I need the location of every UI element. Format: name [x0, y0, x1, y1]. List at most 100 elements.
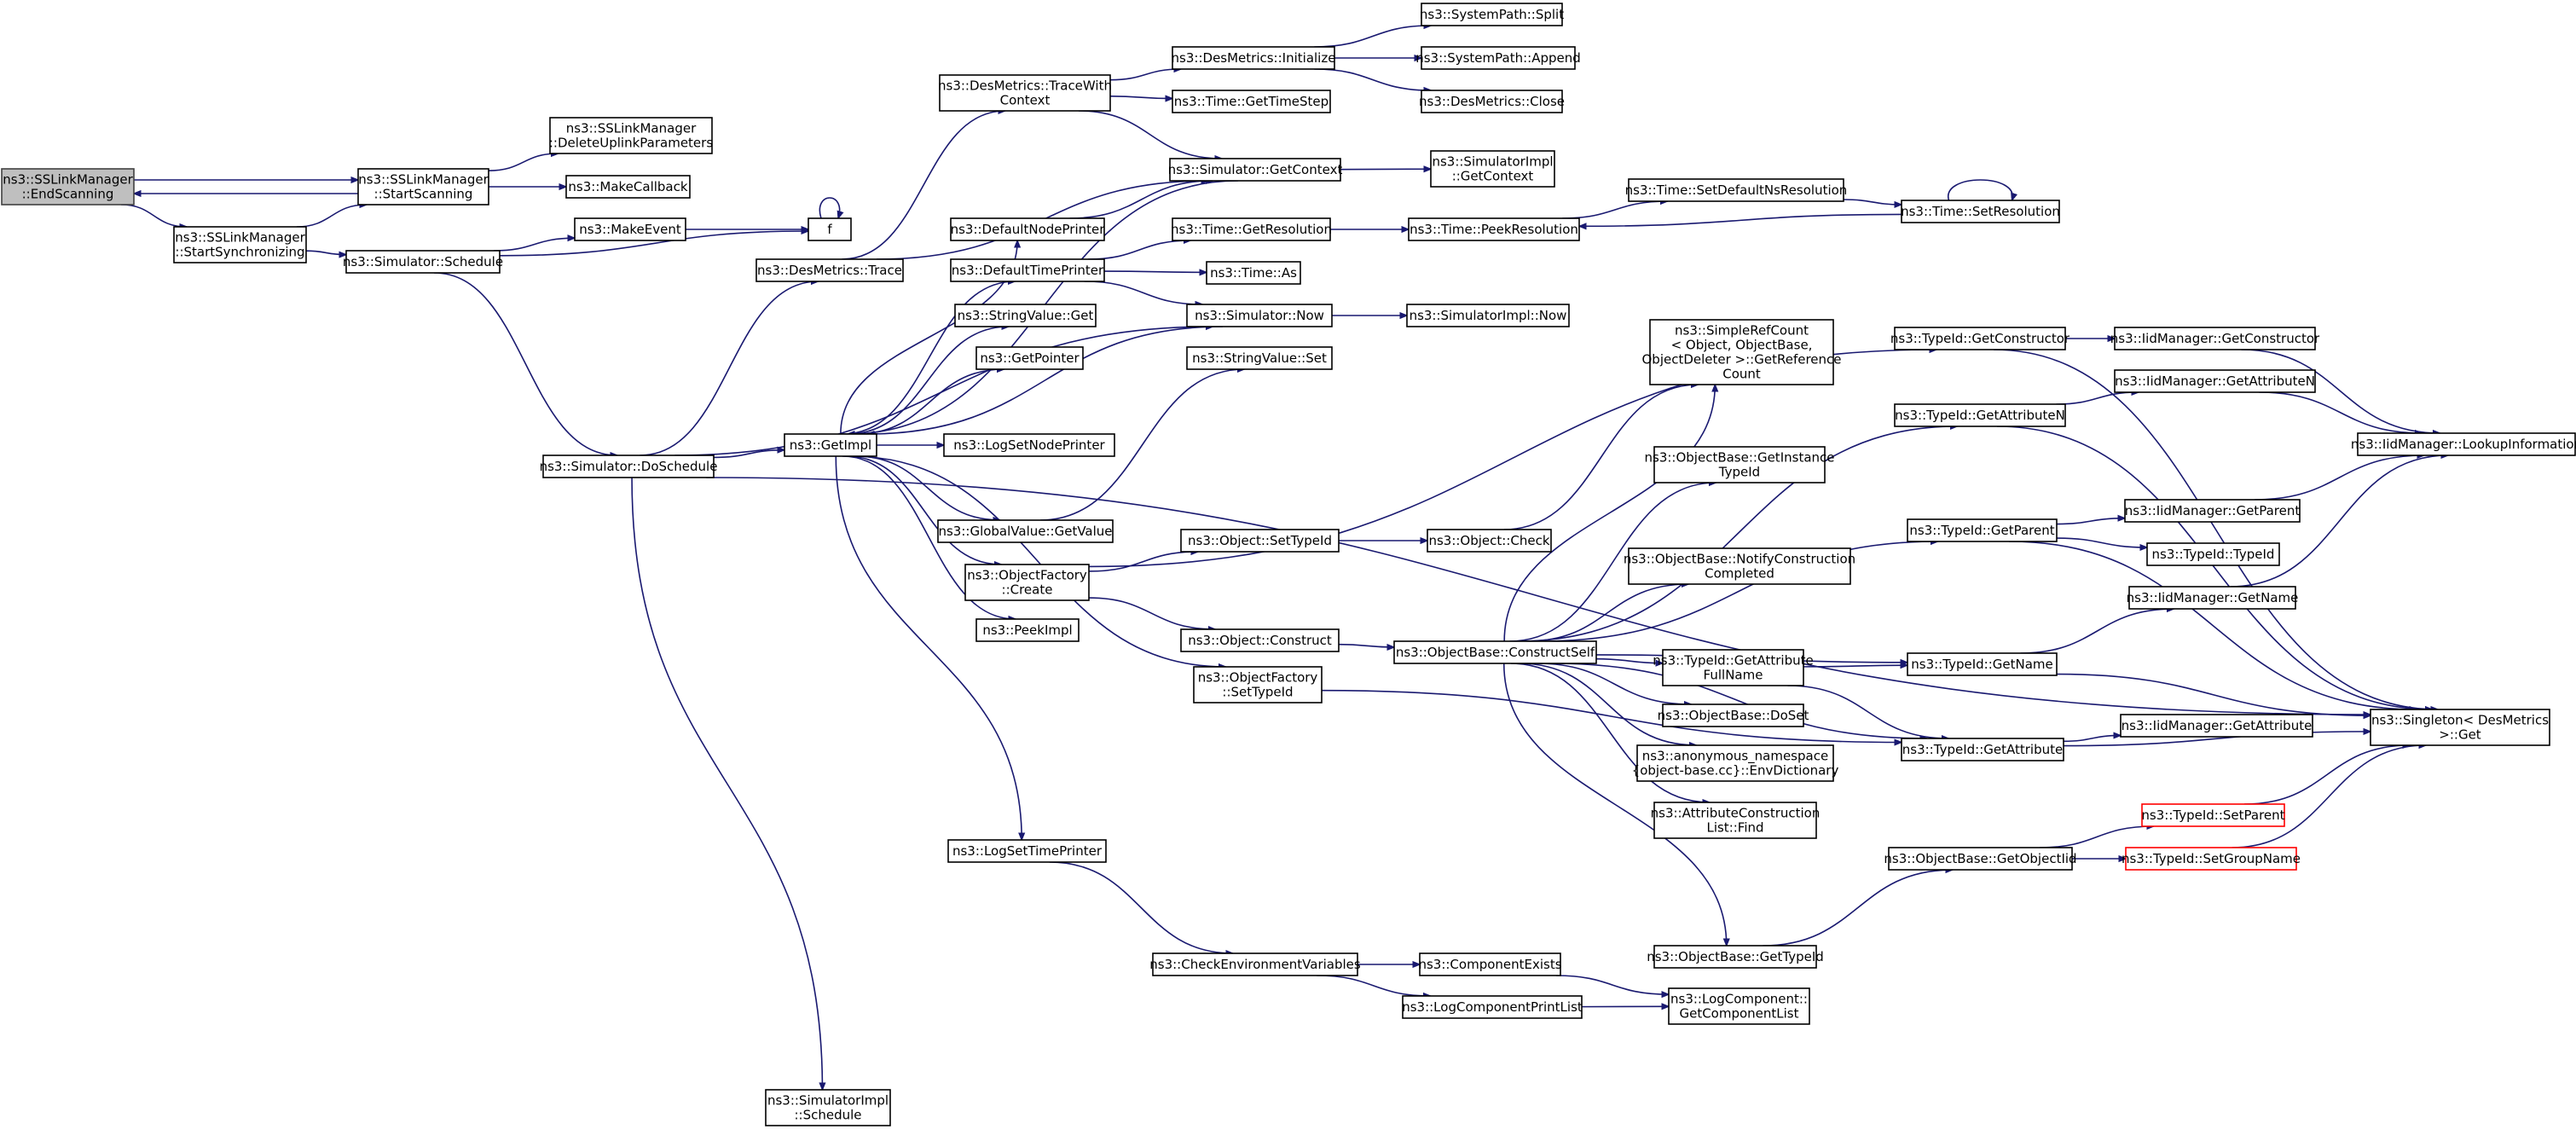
edge-typeIdGetAttribute-to-singletonGet — [2063, 732, 2370, 747]
node-envDictionary[interactable]: ns3::anonymous_namespace{object-base.cc}… — [1632, 744, 1839, 782]
node-box — [1901, 200, 2060, 223]
node-deleteUplink[interactable]: ns3::SSLinkManager::DeleteUplinkParamete… — [549, 117, 713, 154]
node-stringValueGet[interactable]: ns3::StringValue::Get — [954, 304, 1097, 327]
node-box — [1427, 529, 1552, 553]
edge-doSchedule-to-simImplSchedule — [631, 477, 822, 1090]
node-iidGetAttribute[interactable]: ns3::IidManager::GetAttribute — [2120, 714, 2313, 738]
node-sysAppend[interactable]: ns3::SystemPath::Append — [1415, 46, 1581, 70]
node-peekResolution[interactable]: ns3::Time::PeekResolution — [1408, 217, 1580, 241]
edge-constructSelf-to-attrConstructionFind — [1511, 663, 1710, 802]
node-iidGetName[interactable]: ns3::IidManager::GetName — [2127, 586, 2299, 610]
node-logSetNodePrinter[interactable]: ns3::LogSetNodePrinter — [943, 433, 1115, 457]
node-typeIdTypeId[interactable]: ns3::TypeId::TypeId — [2146, 542, 2280, 566]
node-box — [1653, 446, 1826, 483]
node-simImplGetContext[interactable]: ns3::SimulatorImpl::GetContext — [1430, 150, 1555, 188]
node-label: ns3::TypeId::GetAttribute — [1653, 652, 1813, 668]
node-objFactorySetTypeId[interactable]: ns3::ObjectFactory::SetTypeId — [1193, 666, 1323, 703]
node-doSchedule[interactable]: ns3::Simulator::DoSchedule — [540, 454, 718, 478]
node-box — [950, 258, 1105, 282]
node-checkEnvVars[interactable]: ns3::CheckEnvironmentVariables — [1149, 952, 1361, 976]
node-typeIdSetGroupName[interactable]: ns3::TypeId::SetGroupName — [2122, 847, 2301, 871]
node-label: ns3::StringValue::Set — [1192, 350, 1327, 366]
node-iidGetAttributeN[interactable]: ns3::IidManager::GetAttributeN — [2114, 369, 2316, 393]
node-makeEvent[interactable]: ns3::MakeEvent — [574, 217, 686, 241]
edge-getImpl-to-getPointer — [855, 369, 1004, 435]
node-startSync[interactable]: ns3::SSLinkManager::StartSynchronizing — [173, 226, 307, 263]
node-typeIdGetParent[interactable]: ns3::TypeId::GetParent — [1907, 518, 2058, 542]
node-simImplNow[interactable]: ns3::SimulatorImpl::Now — [1406, 304, 1570, 327]
node-peekImpl[interactable]: ns3::PeekImpl — [975, 618, 1080, 642]
node-singletonGet[interactable]: ns3::Singleton< DesMetrics>::Get — [2370, 709, 2550, 746]
node-getTimeStep[interactable]: ns3::Time::GetTimeStep — [1172, 90, 1331, 113]
node-getPointer[interactable]: ns3::GetPointer — [975, 346, 1084, 370]
node-getObjectIid[interactable]: ns3::ObjectBase::GetObjectIid — [1884, 847, 2077, 871]
node-constructSelf[interactable]: ns3::ObjectBase::ConstructSelf — [1393, 640, 1597, 664]
node-getResolution[interactable]: ns3::Time::GetResolution — [1171, 217, 1332, 241]
node-label: List::Find — [1706, 819, 1763, 835]
edge-typeIdSetGroupName-to-singletonGet — [2232, 745, 2427, 848]
node-label: >::Get — [2439, 727, 2481, 742]
node-typeIdGetAttribute[interactable]: ns3::TypeId::GetAttribute — [1901, 738, 2064, 761]
node-iidLookupInfo[interactable]: ns3::IidManager::LookupInformation — [2351, 432, 2576, 456]
node-sysSplit[interactable]: ns3::SystemPath::Split — [1420, 3, 1564, 26]
node-iidGetConstructor[interactable]: ns3::IidManager::GetConstructor — [2110, 327, 2320, 350]
node-simpleRefCount[interactable]: ns3::SimpleRefCount< Object, ObjectBase,… — [1641, 319, 1842, 385]
node-label: ns3::ObjectBase::GetInstance — [1645, 449, 1835, 465]
node-defaultTimePrinter[interactable]: ns3::DefaultTimePrinter — [950, 258, 1105, 282]
node-objGetTypeId[interactable]: ns3::ObjectBase::GetTypeId — [1647, 945, 1824, 969]
node-startScanning[interactable]: ns3::SSLinkManager::StartScanning — [357, 168, 489, 206]
node-root[interactable]: ns3::SSLinkManager::EndScanning — [1, 168, 135, 206]
node-stringValueSet[interactable]: ns3::StringValue::Set — [1186, 346, 1333, 370]
node-typeIdSetParent[interactable]: ns3::TypeId::SetParent — [2141, 803, 2285, 827]
edge-startSync-to-startScanning — [296, 205, 367, 228]
node-objectCheck[interactable]: ns3::Object::Check — [1427, 529, 1552, 553]
node-logComponentGetList[interactable]: ns3::LogComponent::GetComponentList — [1668, 987, 1810, 1025]
node-objDoSet[interactable]: ns3::ObjectBase::DoSet — [1658, 703, 1809, 727]
node-desClose[interactable]: ns3::DesMetrics::Close — [1419, 90, 1565, 113]
node-typeIdGetName[interactable]: ns3::TypeId::GetName — [1907, 652, 2058, 676]
node-setResolution[interactable]: ns3::Time::SetResolution — [1901, 200, 2060, 223]
node-label: ns3::SimpleRefCount — [1675, 322, 1809, 338]
edge-desInit-to-desClose — [1314, 68, 1431, 90]
node-notifyConstruction[interactable]: ns3::ObjectBase::NotifyConstructionCompl… — [1624, 547, 1855, 585]
node-box — [1662, 649, 1804, 686]
node-label: ns3::TypeId::SetParent — [2141, 808, 2284, 823]
node-defaultNodePrinter[interactable]: ns3::DefaultNodePrinter — [950, 217, 1106, 241]
edge-objFactorySetTypeId-to-typeIdGetAttribute — [1321, 689, 1902, 743]
node-logSetTimePrinter[interactable]: ns3::LogSetTimePrinter — [947, 839, 1107, 863]
node-label: ns3::IidManager::GetParent — [2125, 503, 2301, 518]
node-setDefaultNsRes[interactable]: ns3::Time::SetDefaultNsResolution — [1625, 178, 1848, 202]
node-globalValueGet[interactable]: ns3::GlobalValue::GetValue — [937, 519, 1114, 543]
node-objFactoryCreate[interactable]: ns3::ObjectFactory::Create — [964, 564, 1090, 601]
node-typeIdGetAttributeN[interactable]: ns3::TypeId::GetAttributeN — [1894, 403, 2066, 427]
node-schedule[interactable]: ns3::Simulator::Schedule — [343, 250, 503, 274]
node-iidGetParent[interactable]: ns3::IidManager::GetParent — [2124, 499, 2301, 523]
node-label: ns3::DesMetrics::TraceWith — [938, 78, 1112, 93]
node-label: ns3::TypeId::GetName — [1911, 657, 2052, 672]
node-label: ::DeleteUplinkParameters — [549, 135, 713, 150]
node-simNow[interactable]: ns3::Simulator::Now — [1186, 304, 1333, 327]
node-simImplSchedule[interactable]: ns3::SimulatorImpl::Schedule — [765, 1089, 891, 1126]
node-desTrace[interactable]: ns3::DesMetrics::Trace — [755, 258, 904, 282]
node-objectSetTypeId[interactable]: ns3::Object::SetTypeId — [1180, 529, 1340, 553]
node-makeCallback[interactable]: ns3::MakeCallback — [565, 175, 691, 199]
node-label: ns3::SSLinkManager — [175, 229, 305, 245]
node-box — [542, 454, 715, 478]
node-getContext[interactable]: ns3::Simulator::GetContext — [1168, 158, 1343, 182]
node-logComponentPrintList[interactable]: ns3::LogComponentPrintList — [1402, 995, 1583, 1019]
node-timeAs[interactable]: ns3::Time::As — [1206, 261, 1301, 285]
edge-peekResolution-to-setDefaultNsRes — [1562, 201, 1667, 219]
node-f[interactable]: f — [808, 217, 852, 241]
node-objectConstruct[interactable]: ns3::Object::Construct — [1180, 628, 1340, 652]
node-typeIdGetConstructor[interactable]: ns3::TypeId::GetConstructor — [1890, 327, 2070, 350]
node-box — [1628, 547, 1851, 585]
edge-typeIdGetAttributeN-to-iidGetAttributeN — [2056, 392, 2139, 405]
node-getImpl[interactable]: ns3::GetImpl — [784, 433, 877, 457]
node-desInit[interactable]: ns3::DesMetrics::Initialize — [1172, 46, 1336, 70]
node-componentExists[interactable]: ns3::ComponentExists — [1418, 952, 1562, 976]
edge-typeIdGetParent-to-iidGetParent — [2056, 518, 2125, 525]
